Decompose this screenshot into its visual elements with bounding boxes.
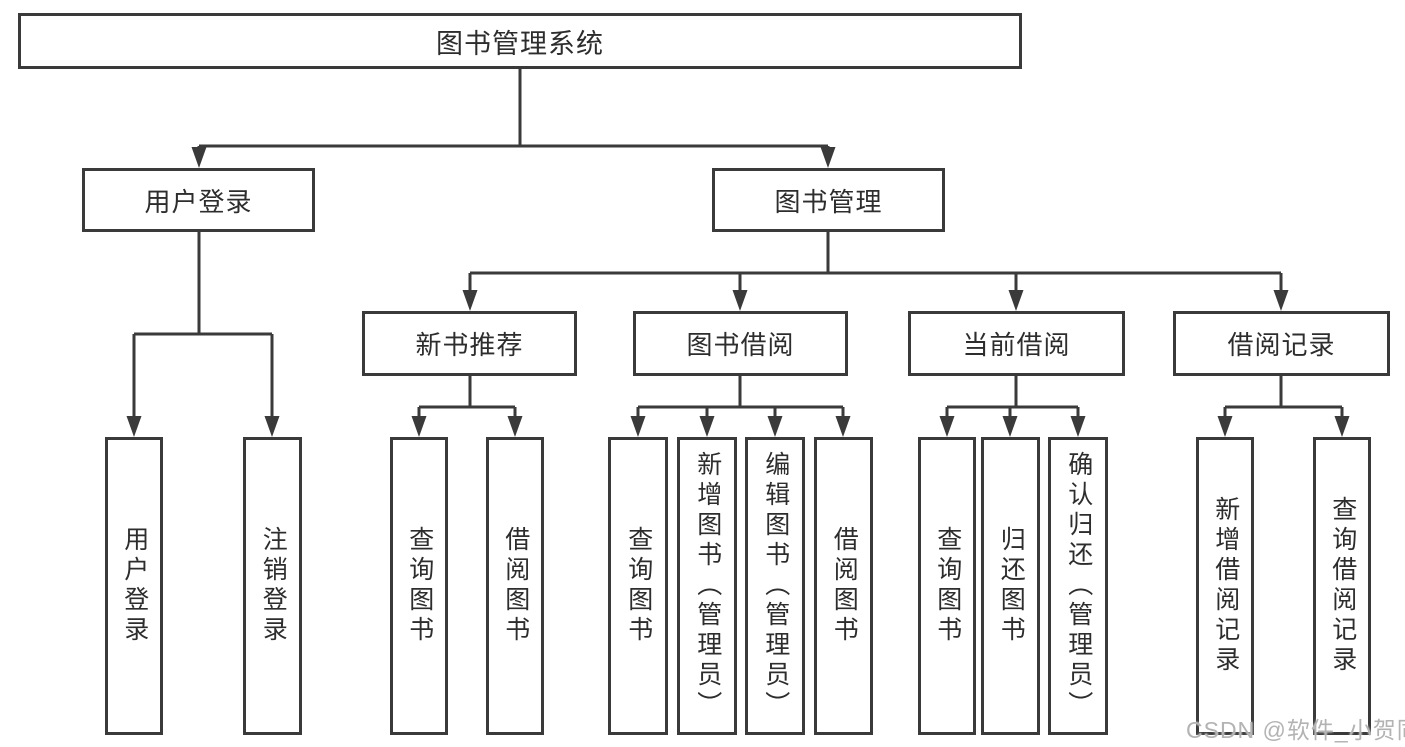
node-root: 图书管理系统 — [18, 13, 1022, 69]
leaf-add-book-admin: 新增图书（管理员） — [677, 437, 737, 735]
node-borrow-records: 借阅记录 — [1173, 311, 1390, 376]
node-current-borrow: 当前借阅 — [908, 311, 1125, 376]
leaf-return-book: 归还图书 — [981, 437, 1040, 735]
leaf-user-login: 用户登录 — [105, 437, 163, 735]
leaf-query-borrow-record: 查询借阅记录 — [1313, 437, 1371, 735]
node-user-login: 用户登录 — [82, 168, 315, 232]
leaf-query-books-borrow: 查询图书 — [608, 437, 668, 735]
node-book-management: 图书管理 — [712, 168, 945, 232]
node-new-book-recommend: 新书推荐 — [362, 311, 577, 376]
arrowheads — [126, 147, 1350, 437]
leaf-query-books-recommend: 查询图书 — [390, 437, 448, 735]
leaf-confirm-return-admin: 确认归还（管理员） — [1048, 437, 1108, 735]
leaf-borrow-books-recommend: 借阅图书 — [486, 437, 544, 735]
watermark: CSDN @软件_小贺同学 — [1186, 717, 1405, 743]
leaf-edit-book-admin: 编辑图书（管理员） — [745, 437, 805, 735]
node-book-borrow: 图书借阅 — [633, 311, 848, 376]
leaf-query-books-current: 查询图书 — [918, 437, 976, 735]
leaf-logout: 注销登录 — [243, 437, 302, 735]
leaf-add-borrow-record: 新增借阅记录 — [1196, 437, 1254, 735]
leaf-borrow-books: 借阅图书 — [814, 437, 873, 735]
